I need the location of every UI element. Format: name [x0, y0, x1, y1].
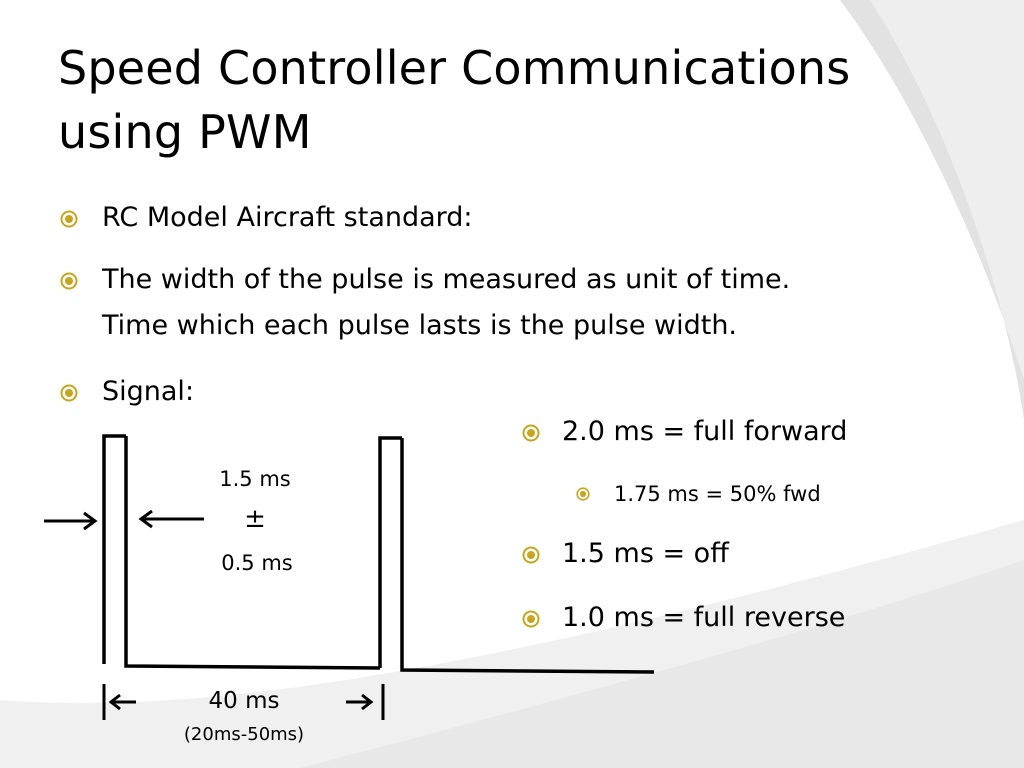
- pulse-width-label-tolerance: 0.5 ms: [221, 551, 293, 575]
- period-label: 40 ms: [208, 688, 280, 714]
- plus-minus-sign: ±: [244, 504, 266, 534]
- title-line-2: using PWM: [58, 105, 312, 159]
- bullet-text: RC Model Aircraft standard:: [102, 202, 473, 233]
- circle-bullet-icon: [522, 546, 540, 564]
- waveform-line: [102, 434, 655, 674]
- pulse-width-arrows: [44, 509, 204, 531]
- circle-bullet-icon: [60, 384, 78, 402]
- period-range-label: (20ms-50ms): [183, 724, 305, 745]
- circle-bullet-icon: [60, 210, 78, 228]
- circle-bullet-icon: [60, 272, 78, 290]
- bullet-text: 1.5 ms = off: [562, 538, 729, 569]
- bullet-text: 1.75 ms = 50% fwd: [614, 482, 821, 506]
- bullet-text-line-1: The width of the pulse is measured as un…: [102, 264, 791, 295]
- title-line-1: Speed Controller Communications: [58, 41, 851, 95]
- period-arrows: [102, 684, 385, 720]
- pulse-width-label-value: 1.5 ms: [219, 467, 291, 491]
- circle-bullet-icon: [576, 487, 590, 501]
- circle-bullet-icon: [522, 424, 540, 442]
- circle-bullet-icon: [522, 610, 540, 628]
- bullet-text: 1.0 ms = full reverse: [562, 602, 846, 633]
- bullet-text: Signal:: [102, 376, 195, 407]
- bullet-text: 2.0 ms = full forward: [562, 416, 848, 447]
- bullet-text-line-2: Time which each pulse lasts is the pulse…: [102, 310, 738, 341]
- slide-title: Speed Controller Communications using PW…: [58, 36, 958, 164]
